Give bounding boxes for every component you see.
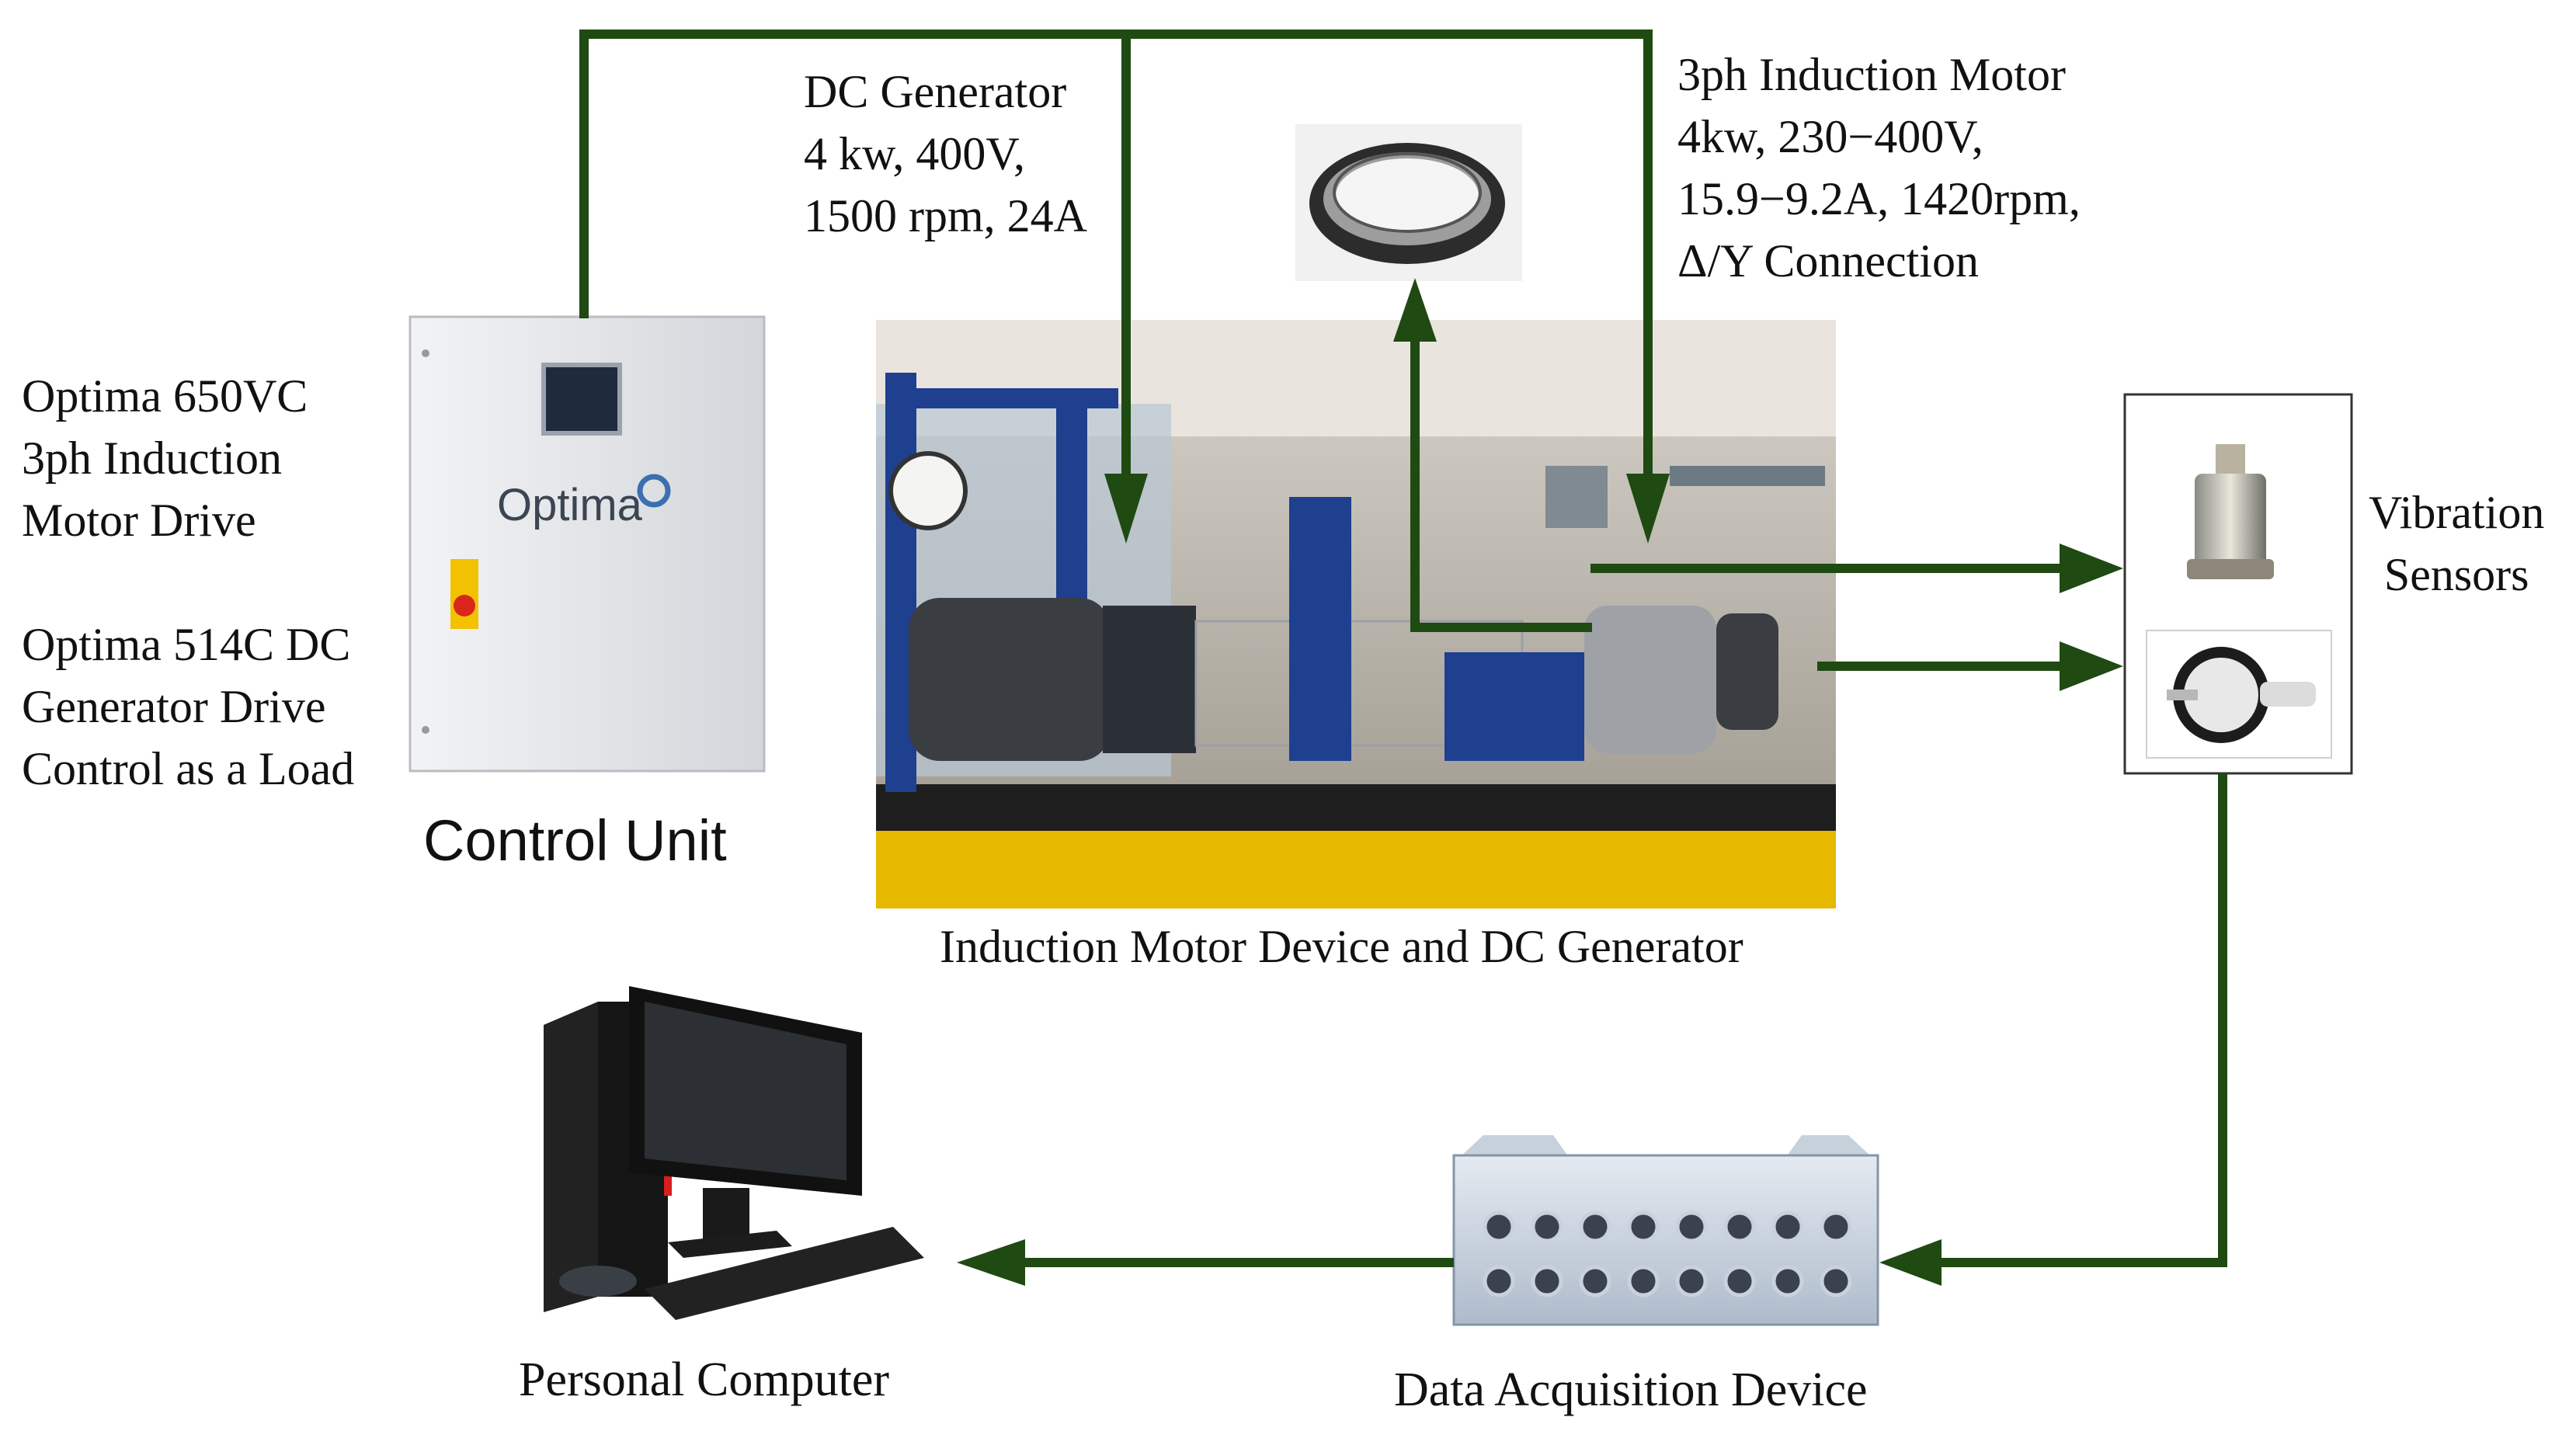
connection-wires	[579, 30, 2227, 1286]
motor-drive-line-3: Motor Drive	[22, 495, 256, 546]
bnc-port-icon	[1723, 1211, 1756, 1243]
daq-bnc-ports	[1483, 1211, 1852, 1297]
control-unit-caption: Control Unit	[423, 808, 727, 873]
panel-brand-logo: Optima	[497, 480, 643, 530]
accelerometer-icon	[2187, 444, 2274, 579]
induction-motor-line-1: 3ph Induction Motor	[1677, 49, 2066, 100]
isolator-switch-icon	[450, 559, 478, 629]
bnc-port-icon	[1771, 1211, 1804, 1243]
arrow-right-encoder	[2060, 641, 2123, 691]
motor-drive-line-2: 3ph Induction	[22, 432, 282, 484]
bnc-port-icon	[1723, 1265, 1756, 1297]
bnc-port-icon	[1771, 1265, 1804, 1297]
dc-generator-label: DC Generator 4 kw, 400V, 1500 rpm, 24A	[804, 61, 1087, 247]
arrow-left-daq	[1879, 1239, 1942, 1286]
induction-motor-body	[1584, 606, 1716, 753]
generator-drive-line-3: Control as a Load	[22, 743, 355, 794]
control-unit-cabinet: Optima	[408, 315, 766, 773]
bearing-image	[1295, 124, 1522, 281]
personal-computer-image	[544, 986, 924, 1320]
bnc-port-icon	[1675, 1265, 1708, 1297]
daq-device-image	[1452, 1135, 1879, 1326]
bnc-port-icon	[1627, 1265, 1660, 1297]
pc-caption: Personal Computer	[519, 1353, 889, 1406]
vibration-sensors-label: Vibration Sensors	[2369, 481, 2544, 606]
bnc-port-icon	[1675, 1211, 1708, 1243]
daq-caption: Data Acquisition Device	[1394, 1363, 1868, 1416]
bnc-port-icon	[1820, 1211, 1852, 1243]
wire-bearing-loop	[1410, 307, 1592, 632]
generator-drive-label: Optima 514C DC Generator Drive Control a…	[22, 613, 354, 800]
induction-motor-line-2: 4kw, 230−400V,	[1677, 111, 1983, 162]
dc-generator-line-1: DC Generator	[804, 66, 1067, 117]
induction-motor-line-3: 15.9−9.2A, 1420rpm,	[1677, 173, 2081, 224]
bnc-port-icon	[1483, 1265, 1515, 1297]
generator-drive-line-2: Generator Drive	[22, 681, 326, 732]
bnc-port-icon	[1531, 1265, 1563, 1297]
wire-sensors-to-daq	[1918, 773, 2227, 1267]
sensors-panel	[2123, 393, 2353, 775]
test-rig-image	[876, 320, 1836, 908]
arrow-up-bearing	[1393, 278, 1437, 342]
keyboard-icon	[645, 1227, 924, 1320]
dc-generator-line-3: 1500 rpm, 24A	[804, 190, 1087, 241]
encoder-icon	[2167, 647, 2316, 743]
floor-rail-yellow	[876, 823, 1836, 908]
vibration-sensors-line-2: Sensors	[2383, 549, 2529, 600]
bnc-port-icon	[1627, 1211, 1660, 1243]
optima-swirl-icon	[637, 474, 671, 508]
scale-gauge-icon	[888, 451, 968, 530]
bnc-port-icon	[1579, 1265, 1611, 1297]
arrow-down-induction-motor	[1626, 474, 1670, 544]
pc-tower-icon	[544, 1002, 598, 1312]
motor-drive-line-1: Optima 650VC	[22, 370, 308, 422]
test-rig-caption: Induction Motor Device and DC Generator	[940, 921, 1743, 972]
bnc-port-icon	[1483, 1211, 1515, 1243]
arrow-down-dc-generator	[1104, 474, 1148, 544]
arrow-left-pc	[957, 1239, 1025, 1286]
bnc-port-icon	[1531, 1211, 1563, 1243]
vibration-sensors-line-1: Vibration	[2369, 487, 2545, 538]
arrow-right-accelerometer	[2060, 544, 2123, 593]
dc-generator-line-2: 4 kw, 400V,	[804, 128, 1026, 179]
induction-motor-line-4: Δ/Y Connection	[1677, 235, 1979, 287]
hmi-screen-icon	[541, 363, 622, 436]
wire-control-to-rig	[579, 30, 1653, 519]
mouse-icon	[559, 1266, 637, 1297]
dc-generator-body	[909, 598, 1111, 761]
generator-drive-line-1: Optima 514C DC	[22, 619, 351, 670]
bnc-port-icon	[1820, 1265, 1852, 1297]
induction-motor-label: 3ph Induction Motor 4kw, 230−400V, 15.9−…	[1677, 43, 2081, 292]
bnc-port-icon	[1579, 1211, 1611, 1243]
motor-drive-label: Optima 650VC 3ph Induction Motor Drive	[22, 365, 308, 551]
